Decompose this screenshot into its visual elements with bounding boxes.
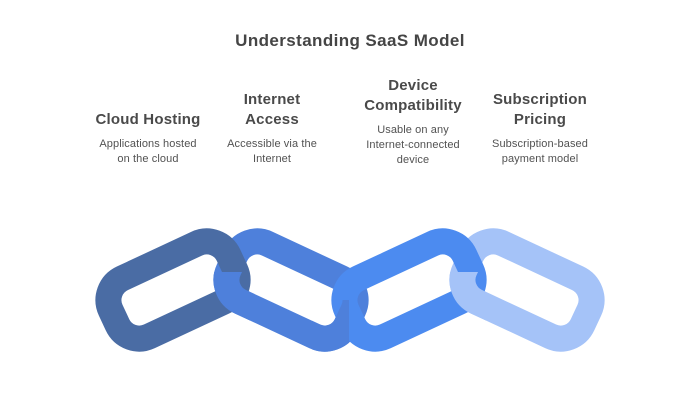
feature-column-device-compatibility: Device Compatibility Usable on any Inter… [338, 76, 488, 168]
feature-column-subscription-pricing: Subscription Pricing Subscription-based … [465, 90, 615, 167]
feature-description: Applications hosted on the cloud [99, 138, 197, 165]
feature-heading: Subscription Pricing [492, 91, 588, 128]
feature-description: Accessible via the Internet [227, 138, 317, 165]
feature-column-cloud-hosting: Cloud Hosting Applications hosted on the… [73, 110, 223, 167]
feature-column-internet-access: Internet Access Accessible via the Inter… [197, 90, 347, 167]
page-title: Understanding SaaS Model [235, 31, 465, 50]
feature-description: Usable on any Internet-connected device [366, 124, 460, 166]
feature-description: Subscription-based payment model [492, 138, 588, 165]
feature-heading: Device Compatibility [364, 77, 462, 114]
feature-heading: Cloud Hosting [95, 111, 201, 128]
feature-heading: Internet Access [243, 91, 301, 128]
